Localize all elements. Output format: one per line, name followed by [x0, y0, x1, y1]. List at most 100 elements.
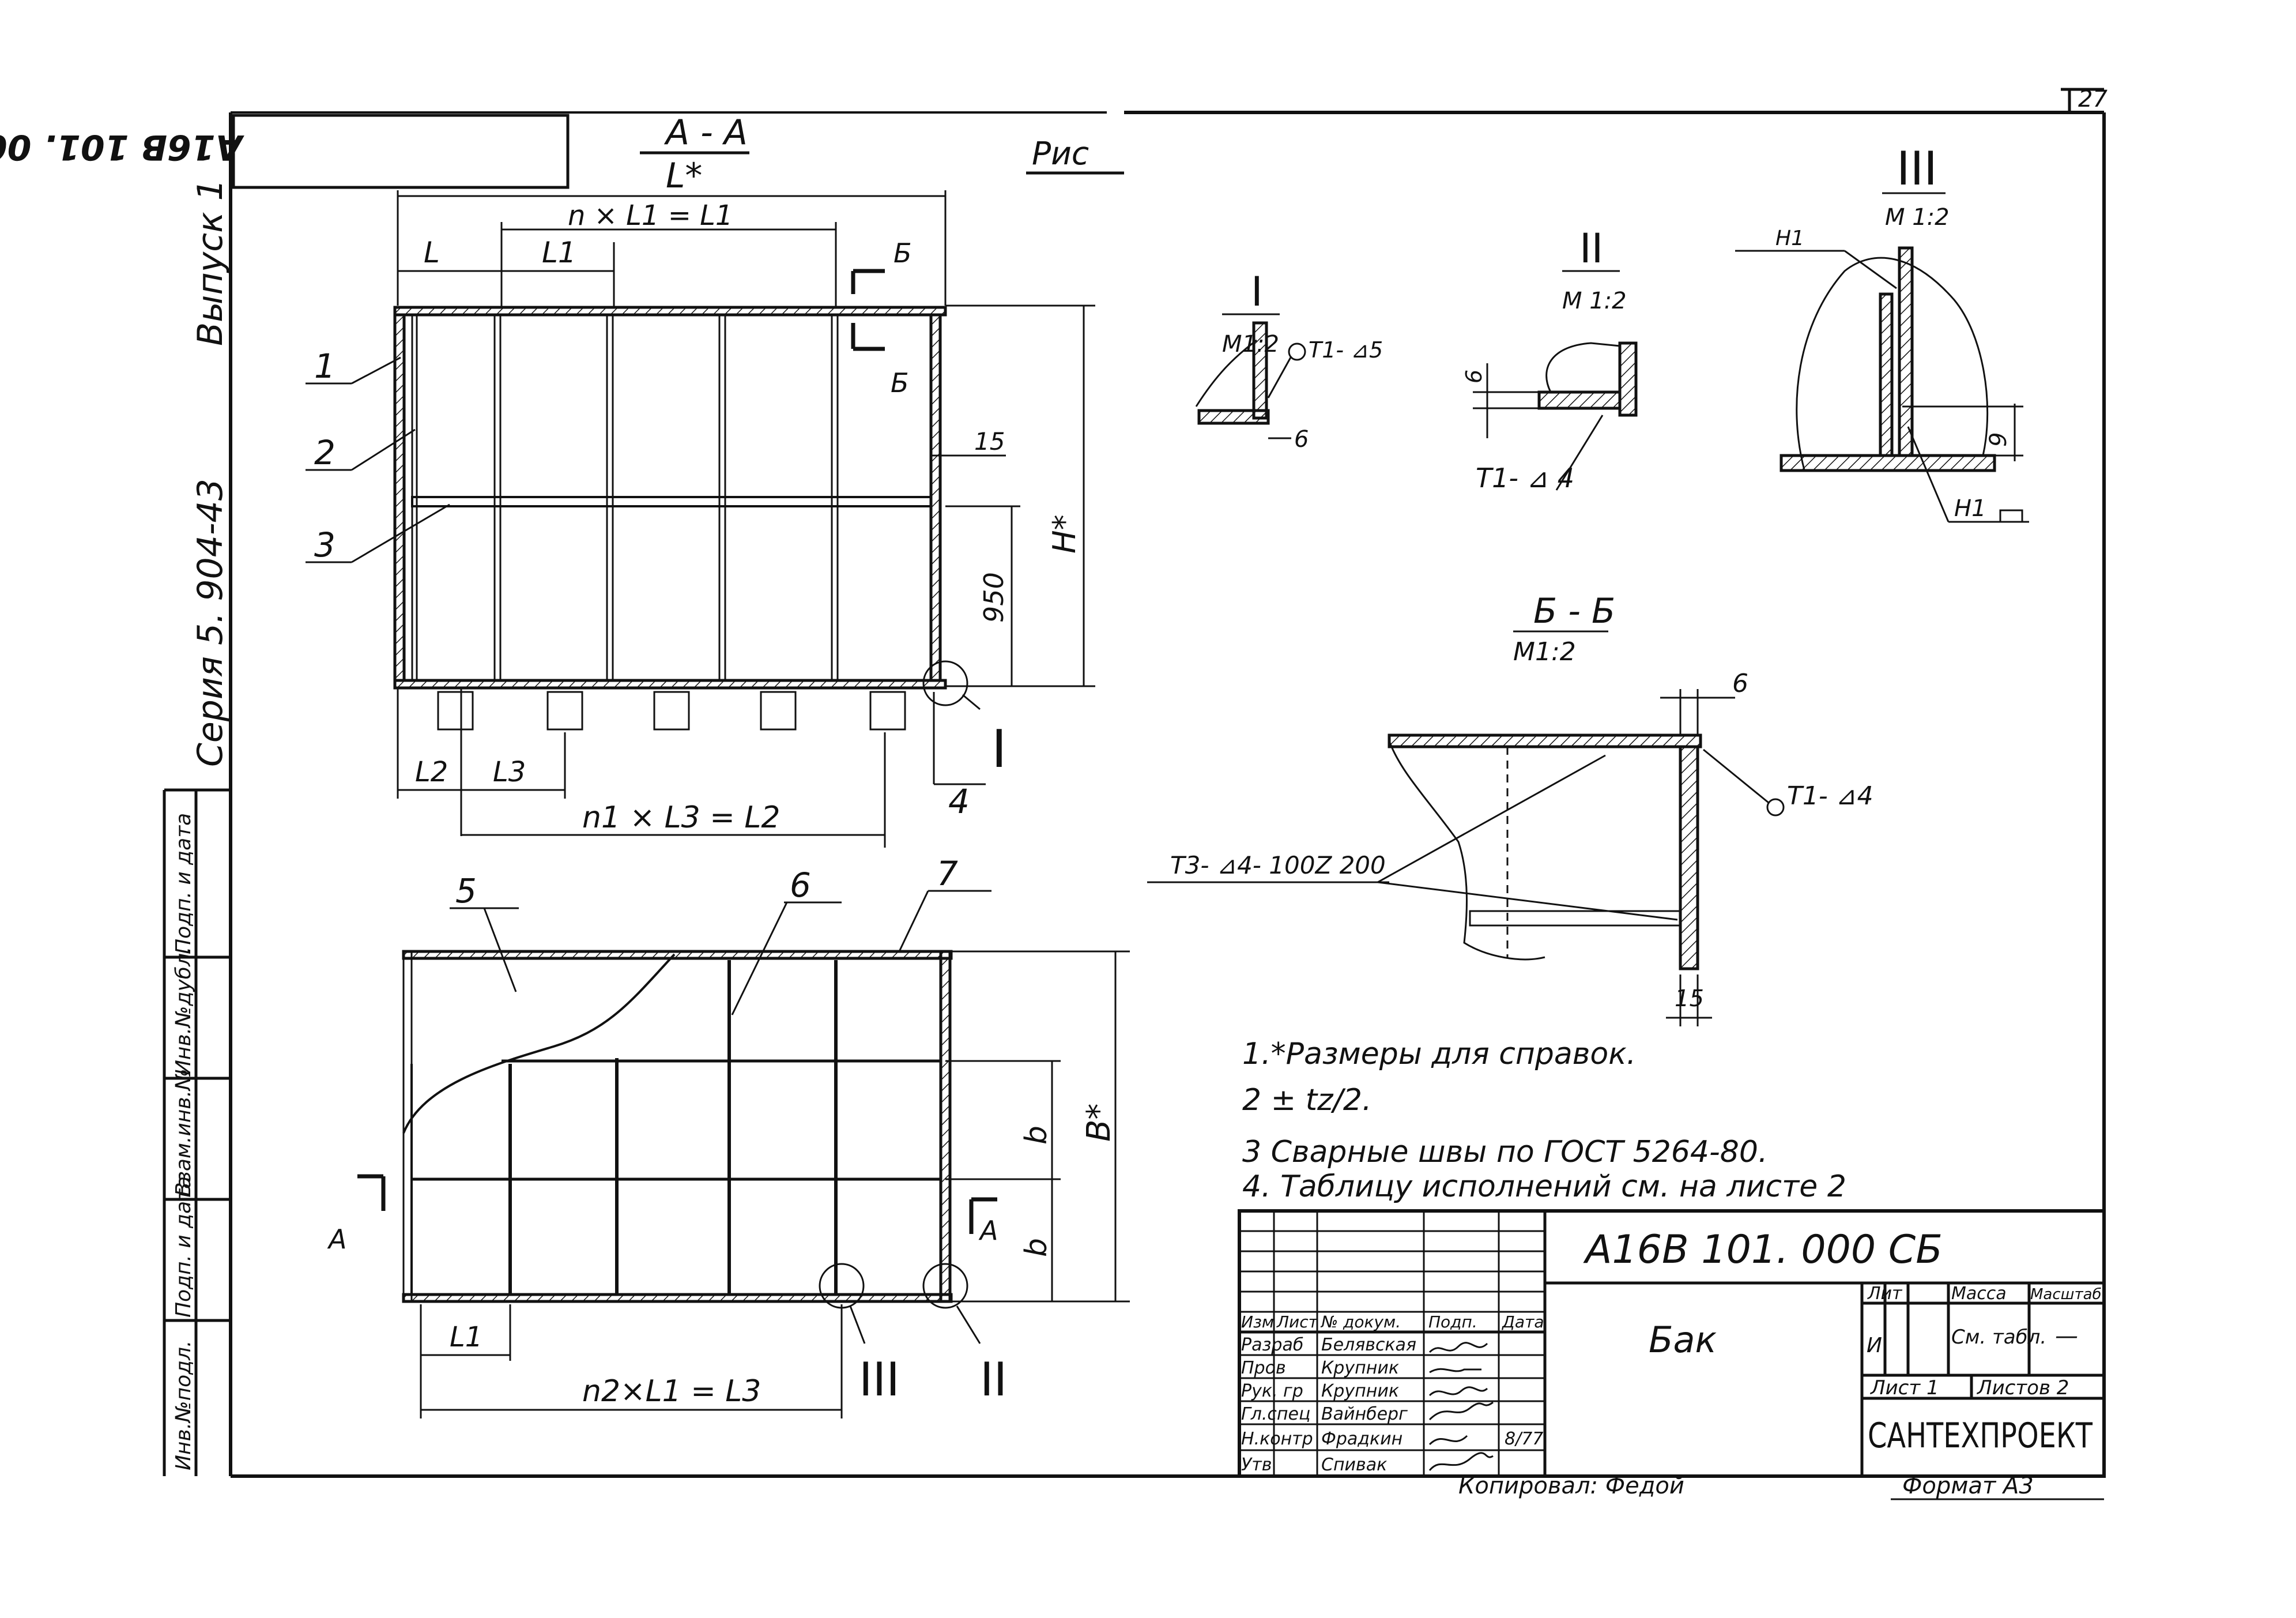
callout-7: 7 [937, 854, 958, 893]
section-aa: А - А L* n × L1 = L1 L L1 Б Б [306, 112, 1095, 848]
detail-iii-mark1: H1 [1775, 227, 1804, 250]
tb-sheet: Лист 1 [1869, 1376, 1939, 1399]
detail-iii-dim: 9 [1985, 432, 2012, 447]
series-label: Серия 5. 904-43 [190, 479, 231, 767]
note-4: 4. Таблицу исполнений см. на листе 2 [1242, 1169, 1846, 1204]
detail-i-weld: T1- ⊿5 [1309, 337, 1383, 363]
section-aa-title: А - А [663, 112, 748, 153]
sheet-format: Формат А3 [1902, 1473, 2034, 1499]
tb-lit-header: Лит [1867, 1284, 1903, 1304]
callout-5: 5 [455, 871, 477, 910]
dim-L: L [424, 236, 440, 269]
callout-1: 1 [314, 347, 335, 386]
tb-col-1: Лист [1276, 1312, 1318, 1331]
dim-950: 950 [978, 572, 1009, 623]
detail-ii-title: II [1579, 225, 1603, 272]
copied-by: Копировал: Федой [1458, 1473, 1684, 1499]
detail-iii: III M 1:2 9 H1 H1 [1735, 142, 2029, 523]
detail-i-dim: 6 [1294, 426, 1309, 453]
detail-ii-dim: 6 [1461, 370, 1487, 383]
top-fragment: Рис [1032, 135, 1089, 172]
tb-role-2: Рук. гр [1241, 1381, 1303, 1401]
callouts-aa: 1 2 3 4 [306, 347, 986, 821]
section-a-right: А [978, 1215, 998, 1246]
tb-col-3: Подп. [1428, 1312, 1477, 1331]
section-bb-scale: M1:2 [1513, 637, 1576, 667]
section-bb-weld2: T3- ⊿4- 100Z 200 [1170, 851, 1386, 879]
plan-stiffeners [410, 960, 940, 1295]
detail-iii-mark: III [859, 1353, 900, 1406]
side-col-4: Подп. и дата [172, 813, 195, 954]
section-mark-b-bottom: Б [891, 367, 909, 398]
detail-iii-title: III [1897, 142, 1937, 195]
section-a-left: А [327, 1224, 346, 1255]
section-bb-dim15: 15 [1675, 985, 1704, 1012]
dim-L-star: L* [666, 156, 702, 196]
detail-iii-mark2: H1 [1954, 495, 1986, 522]
dim-15: 15 [974, 427, 1005, 456]
side-col-2: Взам.инв.№ [172, 1068, 195, 1196]
detail-ii-circle [922, 1263, 968, 1309]
sheet-frame [163, 88, 2106, 1478]
tb-role-5: Утв [1241, 1455, 1272, 1475]
tb-scale-value: — [2055, 1323, 2078, 1349]
notes: 1.*Размеры для справок. 2 ± tz/2. 3 Свар… [1242, 1037, 1846, 1204]
note-1: 1.*Размеры для справок. [1242, 1037, 1636, 1071]
section-bb: Б - Б M1:2 6 T1- ⊿4 T3- ⊿4- 100Z 200 15 [1147, 591, 1873, 1026]
detail-i-title: I [1251, 268, 1263, 315]
tb-role-3: Гл.спец [1241, 1404, 1310, 1424]
side-col-0: Инв.№подл. [172, 1341, 195, 1470]
detail-iii-circle [819, 1263, 865, 1309]
tb-col-2: № докум. [1320, 1312, 1401, 1331]
detail-i-circle [922, 660, 968, 706]
tb-role-4: Н.контр [1241, 1429, 1313, 1449]
tb-sheets: Листов 2 [1976, 1376, 2069, 1399]
tb-name-3: Вайнберг [1321, 1404, 1408, 1424]
dim-L1: L1 [542, 236, 576, 269]
dim-B-star: B* [1080, 1104, 1118, 1142]
dim-b2: b [1019, 1238, 1054, 1257]
dim-L2: L2 [415, 756, 448, 788]
tb-date: 8/77 [1505, 1429, 1543, 1449]
tb-name-1: Крупник [1321, 1358, 1399, 1378]
tb-col-4: Дата [1501, 1312, 1544, 1331]
tb-name: Бак [1649, 1319, 1717, 1361]
detail-ii-scale: M 1:2 [1562, 288, 1627, 314]
tb-name-4: Фрадкин [1321, 1429, 1403, 1449]
side-col-1: Подп. и дата [172, 1176, 195, 1318]
tb-mass-value: См. табл. [1951, 1326, 2046, 1349]
detail-i-mark: I [991, 719, 1007, 780]
side-stamp-columns: Инв.№подл. Подп. и дата Взам.инв.№ Инв.№… [172, 813, 195, 1470]
section-bb-weld1: T1- ⊿4 [1787, 781, 1873, 811]
dim-n1L3: n1 × L3 = L2 [582, 800, 780, 835]
tb-org: САНТЕХПРОЕКТ [1868, 1416, 2093, 1456]
plan-view: b b B* L1 n2×L1 = L3 А А 5 6 7 III II [327, 854, 1130, 1418]
signatures [1428, 1342, 1494, 1471]
issue-label: Выпуск 1 [190, 179, 231, 346]
callout-4: 4 [948, 782, 970, 821]
tb-name-5: Спивак [1321, 1455, 1387, 1475]
sheet-number: 27 [2078, 86, 2108, 112]
title-grid [1239, 1211, 1545, 1476]
tb-col-0: Изм [1241, 1312, 1274, 1331]
tb-mass-header: Масса [1951, 1284, 2007, 1304]
tb-lit-value: И [1867, 1334, 1882, 1357]
tb-role-0: Разраб [1241, 1335, 1303, 1355]
callout-3: 3 [314, 525, 335, 565]
section-mark-b-top: Б [893, 238, 912, 269]
dim-H-star: H* [1046, 514, 1083, 554]
detail-i: I M1:2 T1- ⊿5 6 [1195, 268, 1383, 453]
detail-ii-weld: T1- ⊿ 4 [1476, 462, 1574, 494]
callout-6: 6 [790, 866, 811, 905]
tb-name-0: Белявская [1321, 1335, 1416, 1355]
title-block: Изм Лист № докум. Подп. Дата Разраб Беля… [1238, 1209, 2106, 1478]
tb-scale-header: Масштаб [2030, 1286, 2102, 1303]
dim-L3: L3 [493, 756, 526, 788]
side-col-3: Инв.№дубл. [172, 947, 195, 1075]
stamp-code-inverted: A16B 101. 000 СБ [0, 127, 244, 167]
dim-plan-L1: L1 [450, 1321, 482, 1353]
detail-ii: II M 1:2 6 T1- ⊿ 4 [1461, 225, 1638, 494]
dim-nL1: n × L1 = L1 [568, 200, 733, 232]
tb-name-2: Крупник [1321, 1381, 1399, 1401]
